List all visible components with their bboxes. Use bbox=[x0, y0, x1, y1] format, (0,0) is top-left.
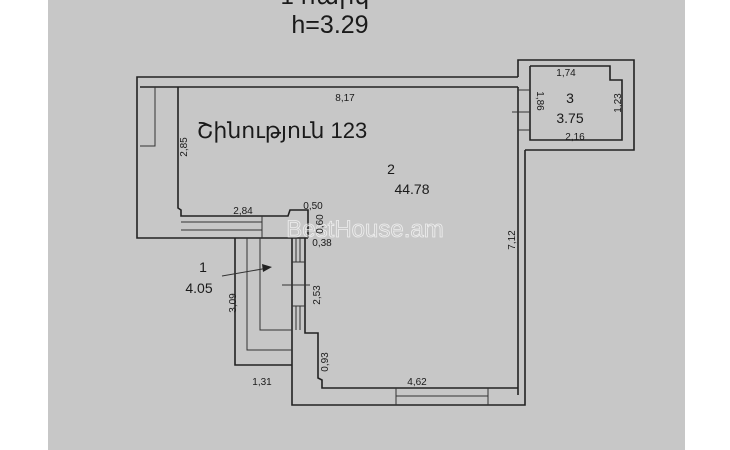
dim-131: 1,31 bbox=[252, 377, 272, 388]
dim-room1-door: 2,53 bbox=[312, 285, 323, 305]
floor-label: 1 հարկ bbox=[280, 0, 369, 10]
plan-title: Շինություն 123 bbox=[197, 118, 368, 143]
room-2-area: 44.78 bbox=[394, 181, 429, 197]
plan-sheet bbox=[48, 0, 685, 450]
dim-room3-door: 1,86 bbox=[534, 91, 545, 111]
dim-left: 2,85 bbox=[179, 137, 190, 157]
dim-right: 7,12 bbox=[507, 230, 518, 250]
dim-wall-284: 2,84 bbox=[233, 206, 253, 217]
dim-038: 0,38 bbox=[312, 238, 332, 249]
dim-room3-bottom: 2,16 bbox=[565, 132, 585, 143]
room-1-area: 4.05 bbox=[185, 280, 212, 296]
dim-room3-right: 1,23 bbox=[613, 93, 624, 113]
dim-060: 0,60 bbox=[315, 214, 326, 234]
room-2-number: 2 bbox=[387, 161, 395, 177]
dim-top: 8,17 bbox=[335, 93, 355, 104]
dim-room1-left: 3,09 bbox=[228, 293, 239, 313]
dim-093: 0,93 bbox=[320, 352, 331, 372]
dim-bottom: 4,62 bbox=[407, 377, 427, 388]
dim-050: 0,50 bbox=[303, 201, 323, 212]
room-3-area: 3.75 bbox=[556, 110, 583, 126]
dim-room3-top: 1,74 bbox=[556, 68, 576, 79]
room-3-number: 3 bbox=[566, 90, 574, 106]
room-1-number: 1 bbox=[199, 259, 207, 275]
watermark: BestHouse.am bbox=[286, 216, 443, 243]
height-label: h=3.29 bbox=[291, 11, 368, 39]
arrow-icon bbox=[262, 264, 272, 272]
walls bbox=[136, 59, 635, 406]
